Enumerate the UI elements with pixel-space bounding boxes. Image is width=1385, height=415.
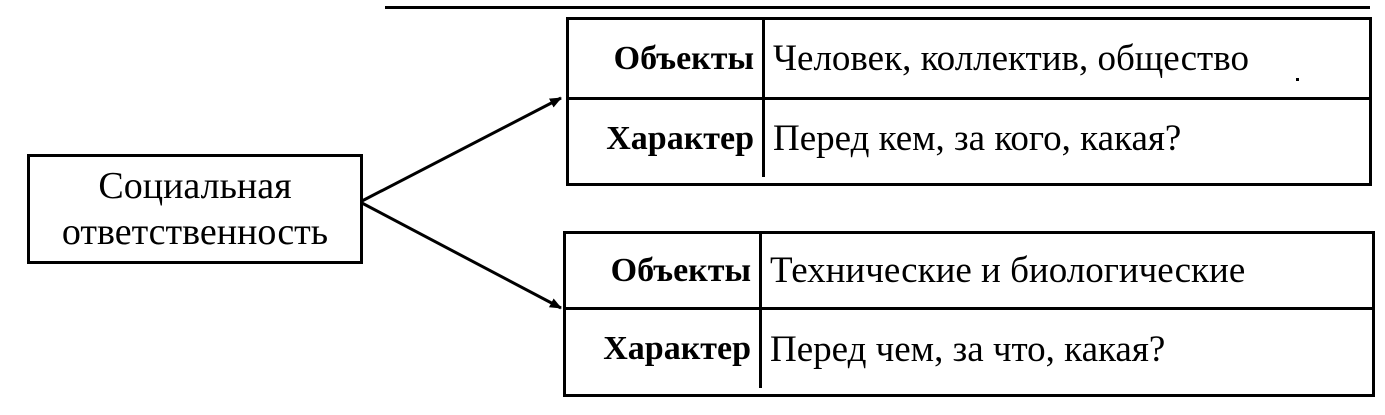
character-label: Характер xyxy=(569,100,765,177)
top-border-line xyxy=(385,6,1370,9)
technical-objects-table: Объекты Технические и биологические Хара… xyxy=(563,231,1375,397)
scan-speck xyxy=(1296,78,1299,81)
social-objects-table: Объекты Человек, коллектив, общество Хар… xyxy=(566,17,1372,186)
character-label: Характер xyxy=(566,310,762,388)
arrow-to-technical-objects xyxy=(359,200,562,310)
objects-label: Объекты xyxy=(569,20,765,100)
source-title-line-2: ответственность xyxy=(61,211,329,253)
character-value: Перед чем, за что, какая? xyxy=(770,328,1166,370)
source-title-line-1: Социальная xyxy=(98,165,292,207)
arrow-to-social-objects xyxy=(359,96,562,204)
objects-value: Человек, коллектив, общество xyxy=(765,20,1369,100)
objects-label: Объекты xyxy=(566,234,762,310)
objects-value: Технические и биологические xyxy=(762,234,1372,310)
social-responsibility-box: Социальная ответственность xyxy=(27,154,363,264)
character-value: Перед кем, за кого, какая? xyxy=(773,118,1182,159)
